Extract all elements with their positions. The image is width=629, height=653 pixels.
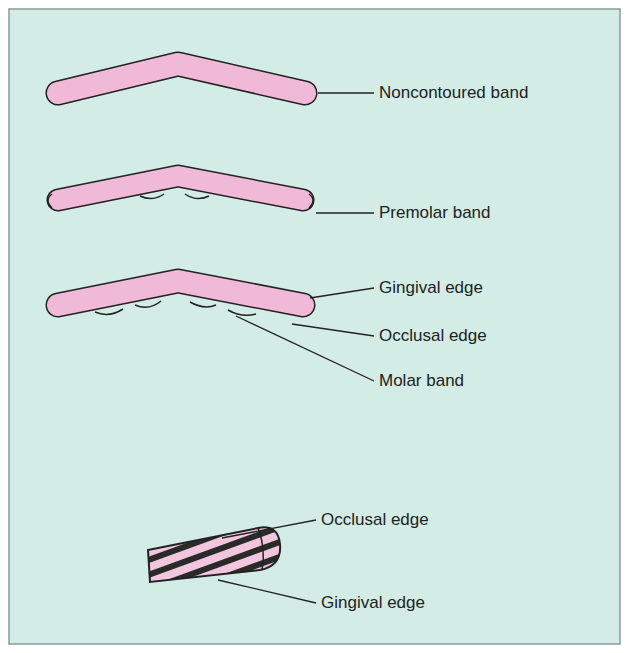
molar-band-outline	[58, 281, 303, 305]
rolled-band-fold	[258, 528, 263, 570]
part-label: Noncontoured band	[379, 83, 528, 103]
premolar-band	[58, 176, 303, 200]
noncontoured-band-outline	[58, 64, 305, 93]
premolar-contour	[48, 194, 313, 208]
molar-band	[58, 281, 303, 305]
part-label: Premolar band	[379, 203, 491, 223]
part-label: Occlusal edge	[379, 326, 487, 346]
rolled-band	[148, 527, 280, 582]
molar-contour	[95, 301, 256, 315]
premolar-band-outline	[58, 176, 303, 200]
part-label: Gingival edge	[321, 593, 425, 613]
part-label: Gingival edge	[379, 278, 483, 298]
part-label: Molar band	[379, 371, 464, 391]
part-label: Occlusal edge	[321, 510, 429, 530]
noncontoured-band	[58, 64, 305, 93]
panel	[9, 9, 620, 644]
